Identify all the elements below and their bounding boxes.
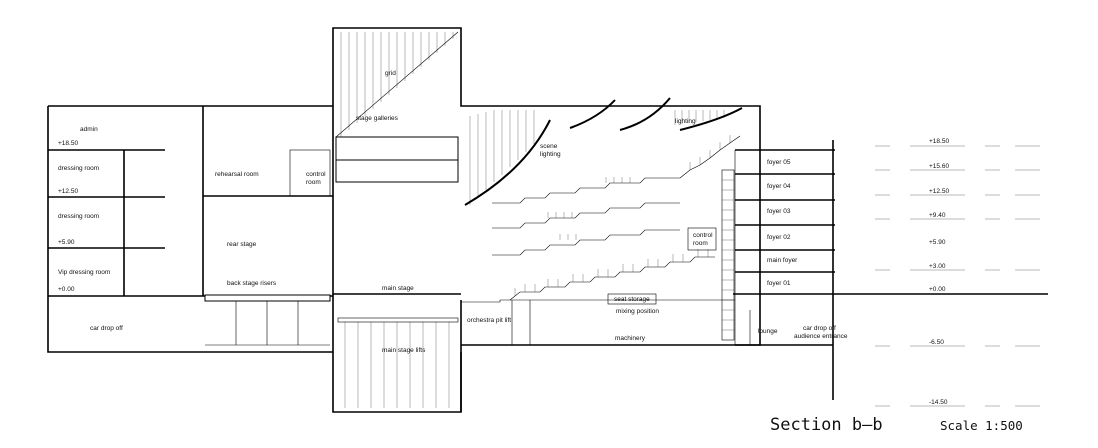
label-grid: grid — [385, 70, 396, 77]
label-foyer-02: foyer 02 — [767, 234, 791, 241]
risers-hatching — [204, 294, 331, 346]
level-guide-lines — [875, 145, 1040, 407]
label-vip-dressing-room: Vip dressing room — [58, 269, 110, 276]
level-right-3: +12.50 — [929, 188, 949, 195]
label-admin: admin — [80, 126, 98, 133]
label-scene-lighting-a: scene — [540, 143, 558, 150]
level-right-5: +5.90 — [929, 239, 946, 246]
level-left-1: +18.50 — [58, 140, 78, 147]
label-car-drop-off: car drop off — [90, 325, 123, 332]
label-car-drop-off-audience-a: car drop off — [803, 325, 836, 332]
label-scene-lighting-b: lighting — [540, 151, 561, 158]
level-right-7: +0.00 — [929, 286, 946, 293]
level-markers-right: +18.50 +15.60 +12.50 +9.40 +5.90 +3.00 +… — [929, 138, 949, 406]
level-left-4: +0.00 — [58, 286, 75, 293]
label-foyer-03: foyer 03 — [767, 208, 791, 215]
level-markers-left: +18.50 +12.50 +5.90 +0.00 — [58, 140, 78, 293]
label-dressing-room-1: dressing room — [58, 165, 99, 172]
level-right-8: -6.50 — [929, 339, 944, 346]
drawing-title: Section b–b — [770, 415, 883, 435]
label-control-room-2b: room — [693, 240, 708, 247]
grid-hatching — [335, 31, 459, 138]
level-right-2: +15.60 — [929, 163, 949, 170]
label-seat-storage: seat storage — [614, 296, 650, 303]
label-dressing-room-2: dressing room — [58, 213, 99, 220]
drawing-scale: Scale 1:500 — [940, 418, 1023, 433]
label-orchestra-pit-lift: orchestra pit lift — [467, 317, 511, 324]
label-back-stage-risers: back stage risers — [227, 280, 277, 287]
level-left-3: +5.90 — [58, 239, 75, 246]
level-right-4: +9.40 — [929, 212, 946, 219]
label-control-room-2a: control — [693, 232, 713, 239]
room-labels: admin dressing room dressing room Vip dr… — [58, 70, 848, 354]
label-foyer-05: foyer 05 — [767, 159, 791, 166]
label-main-foyer: main foyer — [767, 257, 798, 264]
level-right-6: +3.00 — [929, 263, 946, 270]
label-foyer-01: foyer 01 — [767, 280, 791, 287]
lighting-curves — [464, 97, 743, 206]
label-car-drop-off-audience-b: audience entrance — [794, 333, 848, 340]
level-right-9: -14.50 — [929, 399, 948, 406]
label-lounge: lounge — [758, 328, 778, 335]
label-lighting: lighting — [675, 118, 696, 125]
label-control-room-1a: control — [306, 171, 326, 178]
label-rear-stage: rear stage — [227, 241, 257, 248]
structure-walls — [47, 27, 1048, 413]
label-control-room-1b: room — [306, 179, 321, 186]
label-mixing-position: mixing position — [616, 308, 659, 315]
stage-lifts-hatching — [337, 317, 459, 408]
auditorium-seating — [461, 135, 741, 345]
level-right-1: +18.50 — [929, 138, 949, 145]
label-main-stage-lifts: main stage lifts — [382, 347, 426, 354]
label-stage-galleries: stage galleries — [356, 115, 399, 122]
label-machinery: machinery — [615, 335, 646, 342]
label-rehearsal-room: rehearsal room — [215, 171, 259, 178]
wall-hatching — [469, 110, 725, 205]
label-main-stage: main stage — [382, 285, 414, 292]
level-left-2: +12.50 — [58, 188, 78, 195]
label-foyer-04: foyer 04 — [767, 183, 791, 190]
